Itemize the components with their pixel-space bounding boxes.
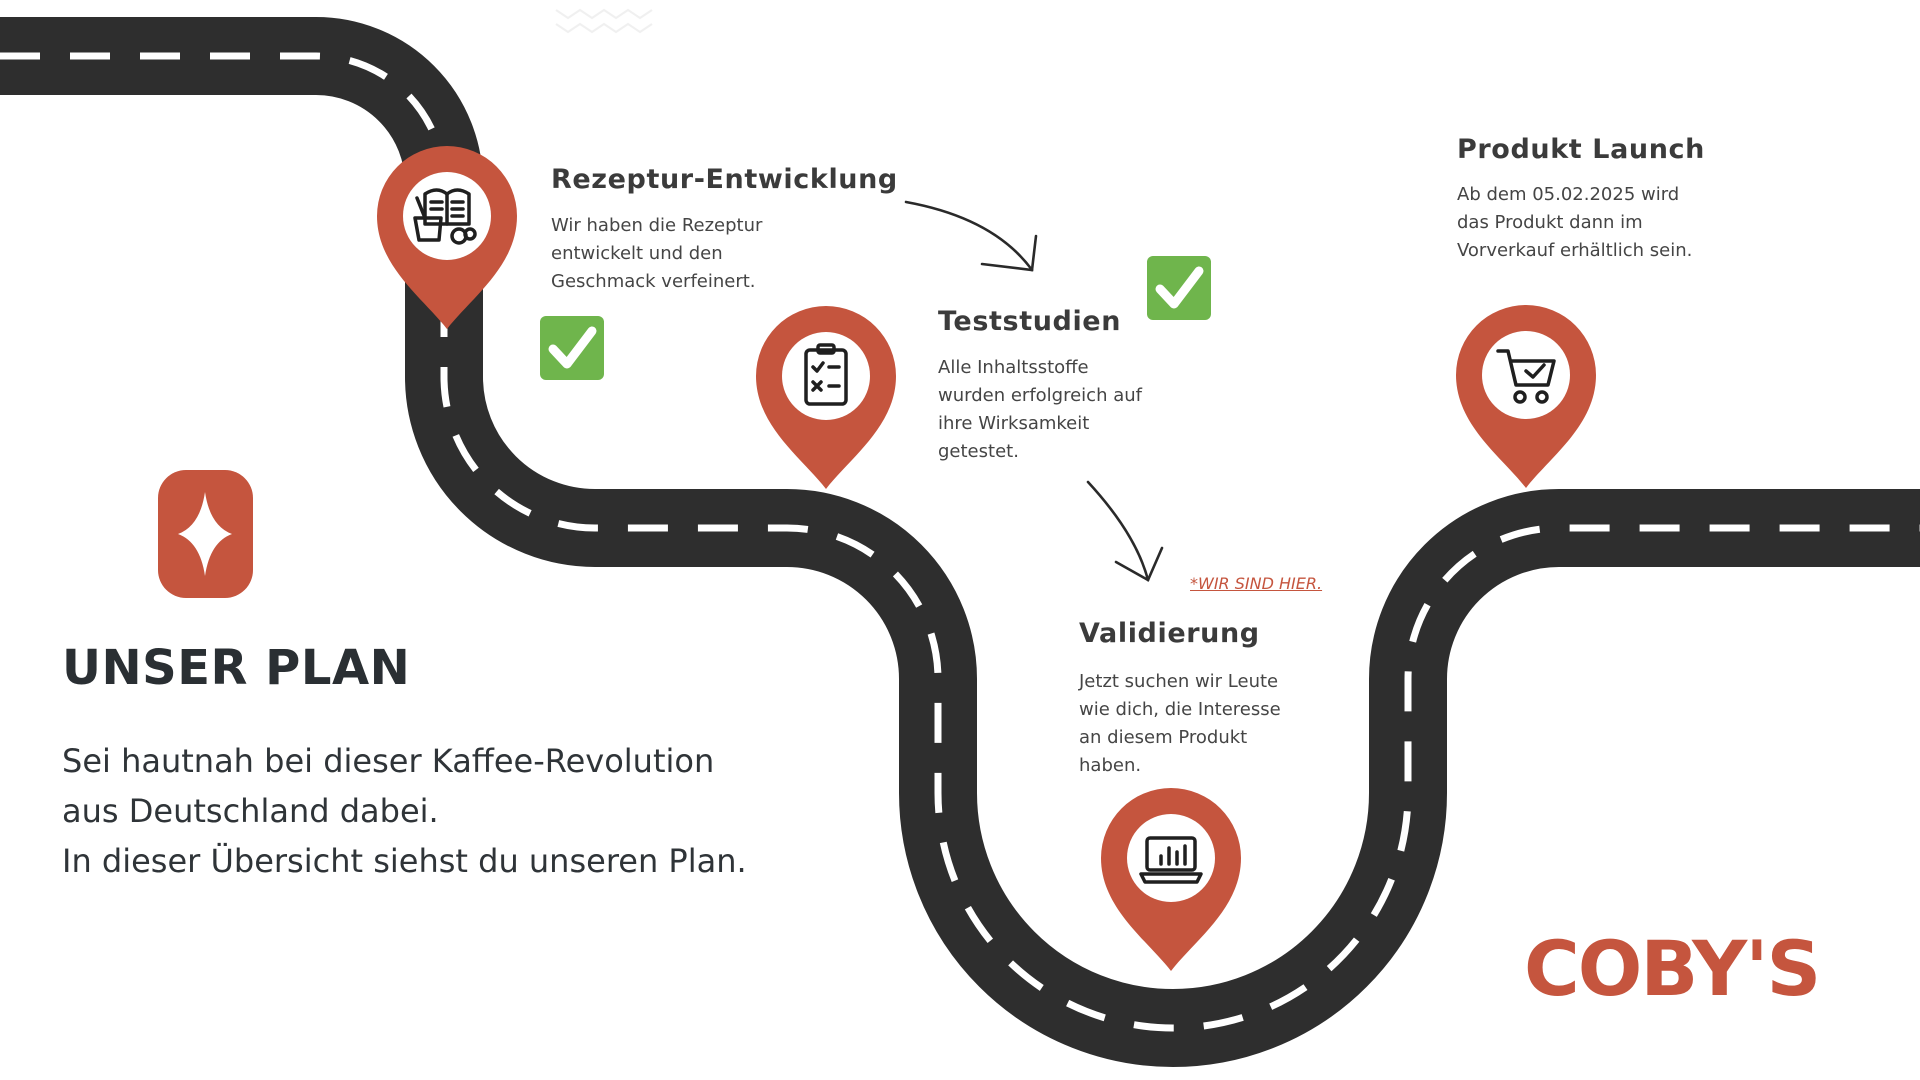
road (0, 17, 1920, 1067)
arrow-icon (1086, 480, 1164, 582)
road-marking (0, 52, 1920, 1032)
map-pin-launch (1456, 305, 1596, 488)
recipe-book-icon (413, 188, 477, 245)
shopping-cart-icon (1496, 349, 1556, 404)
map-pin-teststudien (756, 306, 896, 489)
laptop-chart-icon (1139, 836, 1203, 884)
arrow-icon (904, 200, 1038, 272)
completed-check-icon (1147, 256, 1211, 320)
completed-check-icon (540, 316, 604, 380)
map-pin-rezeptur (377, 146, 517, 329)
decorative-zigzag (555, 8, 653, 34)
map-pin-validierung (1101, 788, 1241, 971)
sparkle-icon (178, 492, 232, 576)
checklist-icon (804, 343, 848, 406)
star-badge (158, 470, 253, 598)
